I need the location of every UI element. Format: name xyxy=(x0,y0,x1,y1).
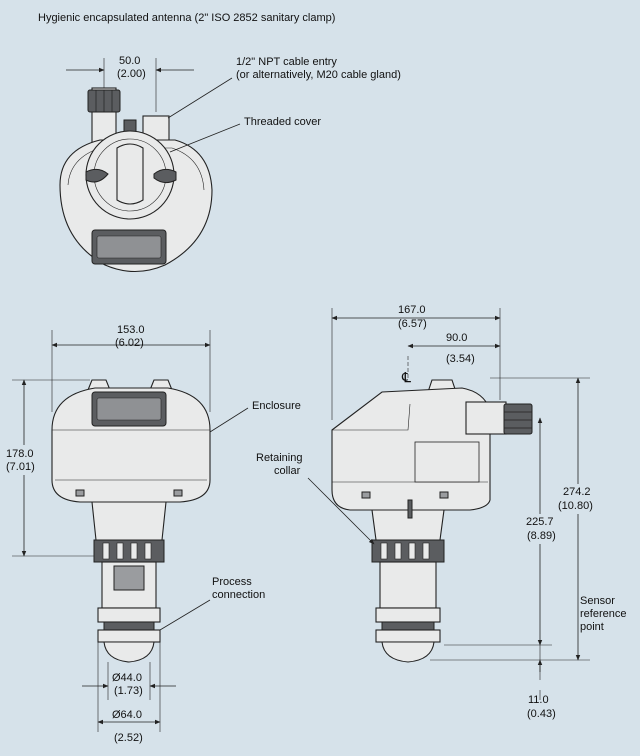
label-retaining-1: Retaining xyxy=(256,452,302,464)
side-antenna-tip xyxy=(381,641,435,663)
dim-side-offset-mm: 90.0 xyxy=(446,332,467,344)
front-clamp xyxy=(97,607,161,623)
dim-inner-dia-mm: Ø44.0 xyxy=(112,672,142,684)
dim-side-width-mm: 167.0 xyxy=(398,304,426,316)
dim-top-width-mm: 50.0 xyxy=(119,55,140,67)
front-antenna-tip xyxy=(103,641,155,663)
dim-outer-dia-in: (2.52) xyxy=(114,732,143,744)
dim-front-height-in: (7.01) xyxy=(6,461,35,473)
front-neck xyxy=(91,501,167,541)
centerline-symbol: ℄ xyxy=(401,369,411,385)
leader-process-connection xyxy=(159,599,211,631)
dim-side-width-in: (6.57) xyxy=(398,318,427,330)
label-threaded-cover: Threaded cover xyxy=(244,116,321,128)
label-sensor-1: Sensor xyxy=(580,595,615,607)
label-retaining-2: collar xyxy=(274,465,301,477)
diagram-title: Hygienic encapsulated antenna (2" ISO 28… xyxy=(38,12,335,24)
label-enclosure: Enclosure xyxy=(252,400,301,412)
leader-enclosure xyxy=(209,407,249,433)
dim-side-offset-in: (3.54) xyxy=(446,353,475,365)
dim-total-height-mm: 274.2 xyxy=(563,486,591,498)
side-cable-gland xyxy=(503,403,533,435)
label-process-1: Process xyxy=(212,576,252,588)
side-cable-boss xyxy=(465,401,507,435)
dim-collar-height-in: (8.89) xyxy=(527,530,556,542)
dim-collar-height-mm: 225.7 xyxy=(526,516,554,528)
dim-tip-mm: 11.0 xyxy=(528,694,549,706)
top-view xyxy=(59,87,213,273)
label-cable-entry-1: 1/2" NPT cable entry xyxy=(236,56,337,68)
leader-retaining-collar xyxy=(307,477,375,545)
dim-total-height-in: (10.80) xyxy=(558,500,593,512)
side-lower-pipe xyxy=(379,561,437,609)
leader-cable-entry xyxy=(167,77,233,119)
label-sensor-2: reference xyxy=(580,608,626,620)
side-panel xyxy=(414,441,480,483)
label-cable-entry-2: (or alternatively, M20 cable gland) xyxy=(236,69,401,81)
label-sensor-3: point xyxy=(580,621,604,633)
label-process-2: connection xyxy=(212,589,265,601)
dim-outer-dia-mm: Ø64.0 xyxy=(112,709,142,721)
dim-top-width-in: (2.00) xyxy=(117,68,146,80)
dim-front-width-mm: 153.0 xyxy=(117,324,145,336)
side-clamp xyxy=(375,629,441,643)
dim-tip-in: (0.43) xyxy=(527,708,556,720)
dim-front-height-mm: 178.0 xyxy=(6,448,34,460)
top-screw xyxy=(123,119,137,133)
dim-front-width-in: (6.02) xyxy=(115,337,144,349)
cover-grip-right xyxy=(153,168,177,184)
dim-inner-dia-in: (1.73) xyxy=(114,685,143,697)
cover-grip-left xyxy=(85,168,109,183)
front-view xyxy=(51,379,211,663)
leader-threaded-cover xyxy=(169,123,241,153)
side-view xyxy=(331,379,533,663)
